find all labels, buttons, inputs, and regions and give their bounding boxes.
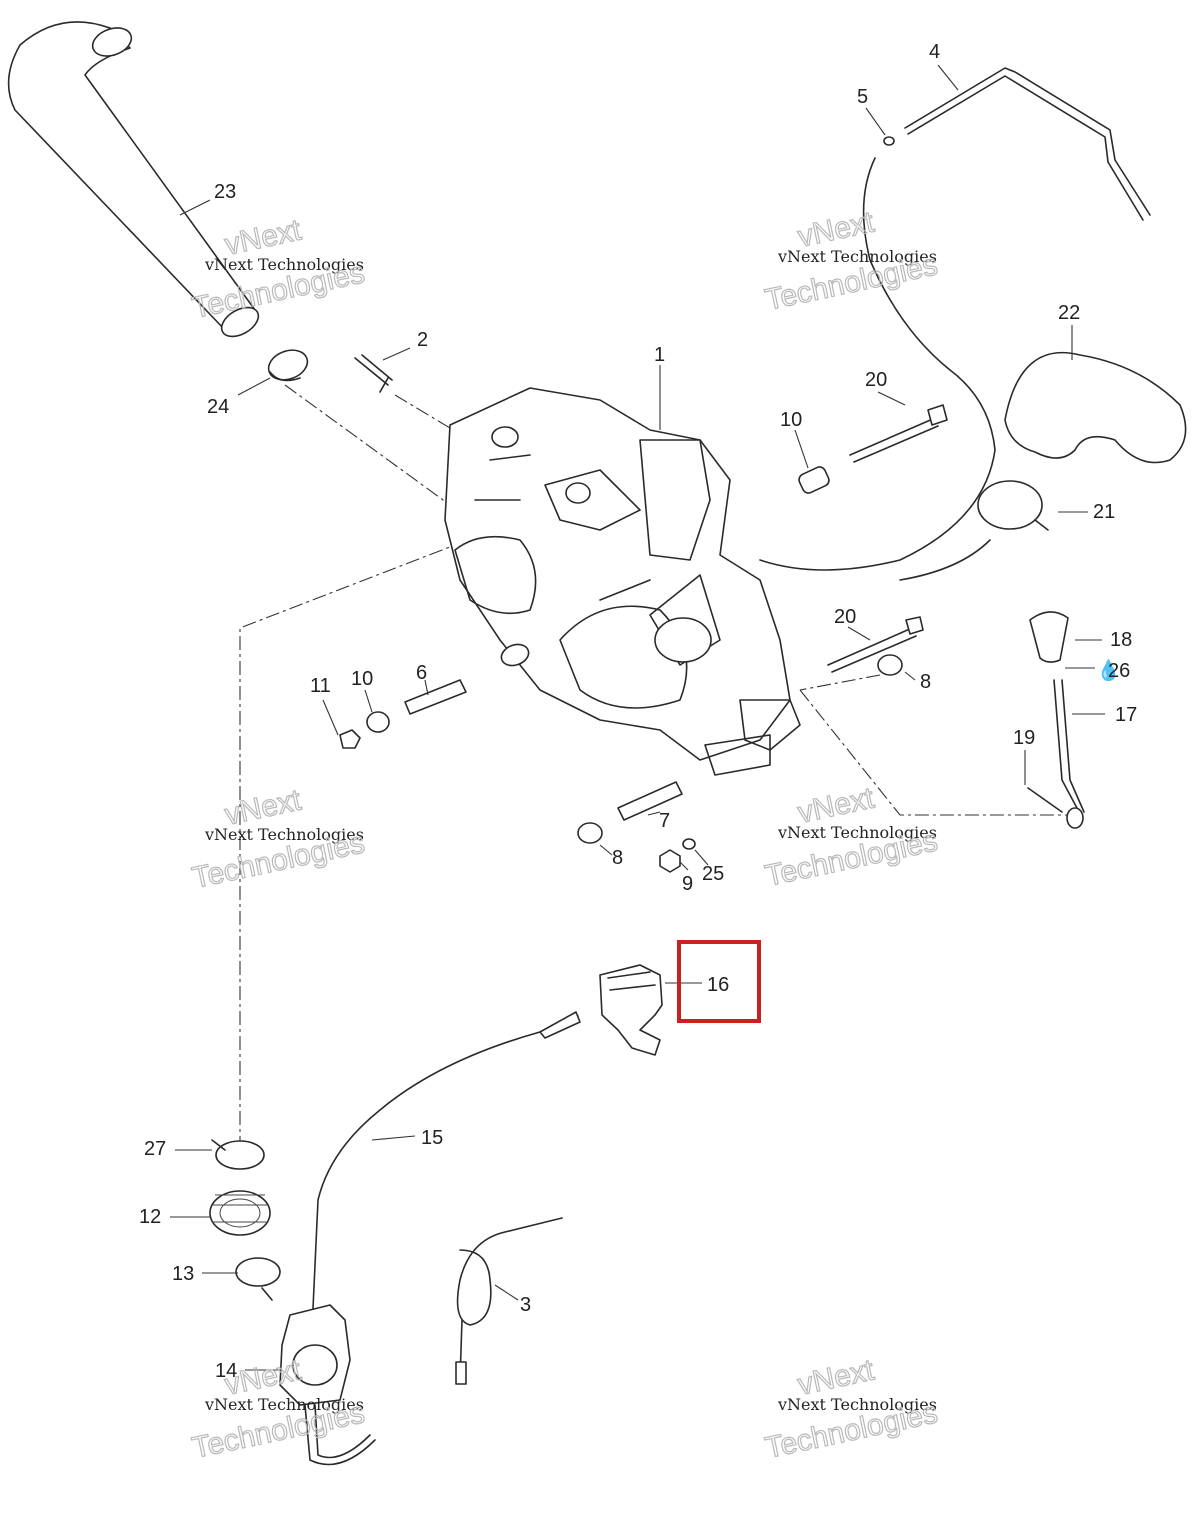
callout-27: 27 [144,1138,166,1160]
part-1-engine [444,387,801,776]
callout-3: 3 [520,1294,531,1316]
watermark-mid-left: vNext vNext Technologies Technologies [189,783,368,896]
leader-lines [170,64,1105,1371]
part-2-spark-plug [354,354,393,393]
part-4-vent-hose [904,67,1151,221]
part-23-exhaust-pipe [7,21,260,338]
callout-24: 24 [207,396,229,418]
part-3-cable-coil [455,1217,563,1385]
callout-6: 6 [416,662,427,684]
callout-5: 5 [857,86,868,108]
highlight-box-part-16 [677,940,761,1023]
part-20-bolts [827,404,948,673]
callout-13: 13 [172,1263,194,1285]
callout-labels: 23 24 2 1 4 5 22 20 10 21 20 18 💧 26 17 … [139,41,1137,1382]
callout-2: 2 [417,329,428,351]
watermark-top-right: vNext vNext Technologies Technologies [762,205,941,318]
part-8-bushings [577,654,903,844]
callout-17: 17 [1115,704,1137,726]
watermark-small: vNext Technologies [777,823,937,842]
part-12-adapter [209,1190,271,1236]
part-11-nut [339,729,361,749]
callout-25: 25 [702,863,724,885]
watermark-small: vNext Technologies [777,247,937,266]
callout-26: 26 [1108,660,1130,682]
callout-10-top: 10 [780,409,802,431]
callout-8-right: 8 [920,671,931,693]
part-16-component [599,964,663,1056]
callout-15: 15 [421,1127,443,1149]
watermark-small: vNext Technologies [204,255,364,274]
watermark-mid-right: vNext vNext Technologies Technologies [762,781,941,894]
callout-4: 4 [929,41,940,63]
part-14-carburetor [279,1304,376,1466]
part-17-drain-hose [1053,679,1085,829]
part-18-cap [1029,611,1069,663]
callout-20-top: 20 [865,369,887,391]
callout-1: 1 [654,344,665,366]
callout-21: 21 [1093,501,1115,523]
callout-22: 22 [1058,302,1080,324]
callout-10-left: 10 [351,668,373,690]
part-22-air-boot [1004,351,1187,464]
callout-20-mid: 20 [834,606,856,628]
part-7-sleeve [617,781,683,821]
part-6-sleeve [404,679,467,715]
watermark-small: vNext Technologies [777,1395,937,1414]
watermark-small: vNext Technologies [204,1395,364,1414]
callout-26-drop: 💧 [1096,658,1121,682]
callout-19: 19 [1013,727,1035,749]
part-10-bushings [366,466,830,733]
callout-9: 9 [682,873,693,895]
callout-8-bottom: 8 [612,847,623,869]
part-24-clamp [267,349,309,382]
part-9-nut [659,838,696,873]
watermark-bottom-right: vNext vNext Technologies Technologies [762,1353,941,1466]
part-27-clamp [211,1139,265,1170]
callout-23: 23 [214,181,236,203]
callout-18: 18 [1110,629,1132,651]
callout-7: 7 [659,810,670,832]
watermark-bottom-left: vNext vNext Technologies Technologies [189,1353,368,1466]
part-15-cable [311,1011,581,1331]
callout-14: 14 [215,1360,237,1382]
watermark-small: vNext Technologies [204,825,364,844]
callout-16: 16 [707,974,729,996]
part-13-clamp [235,1257,281,1301]
part-5-fitting [759,136,996,571]
part-19-bolt [1027,787,1063,813]
callout-11: 11 [310,675,331,697]
callout-12: 12 [139,1206,161,1228]
watermark-top-left: vNext vNext Technologies Technologies [189,213,368,326]
part-21-clamp [899,480,1049,581]
